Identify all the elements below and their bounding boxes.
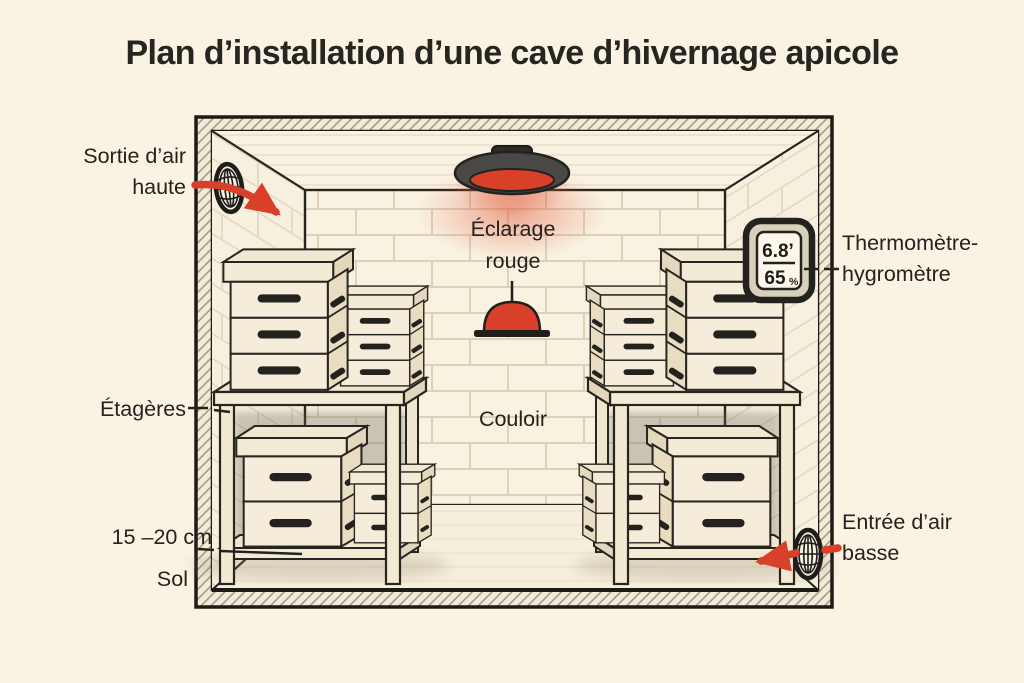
label-corridor: Couloir [479,407,547,431]
humidity-unit: % [789,276,799,288]
label-air-outlet-line1: Sortie d’air [83,144,186,168]
label-ground-clearance: 15 –20 cm [112,525,212,549]
label-shelves: Étagères [100,396,186,421]
shelves-pointer-line [188,406,231,414]
label-thermometer-line2: hygromètre [842,262,951,286]
ceiling-lamp-icon [453,145,571,196]
label-air-outlet-line2: haute [132,175,186,199]
air-inlet-flow-arrow-tail [821,544,842,554]
page-title: Plan d’installation d’une cave d’hiverna… [125,34,899,72]
air-outlet-flow-arrow [191,180,281,216]
air-inlet-flow-arrow [755,540,800,572]
clearance-pointer-line [197,547,303,556]
label-floor: Sol [157,567,188,591]
label-air-inlet-line2: basse [842,541,899,565]
temperature-value: 6.8’ [762,241,794,262]
hanging-lamp-icon [474,281,550,337]
label-air-inlet-line1: Entrée d’air [842,510,952,534]
label-red-light-line1: Éclarage [471,216,556,241]
label-thermometer-line1: Thermomètre- [842,231,978,255]
left-shelf-unit [214,249,435,584]
label-red-light-line2: rouge [486,249,541,273]
thermometer-hygrometer-device: 6.8’ 65 % [742,217,816,304]
humidity-value: 65 [764,268,786,289]
